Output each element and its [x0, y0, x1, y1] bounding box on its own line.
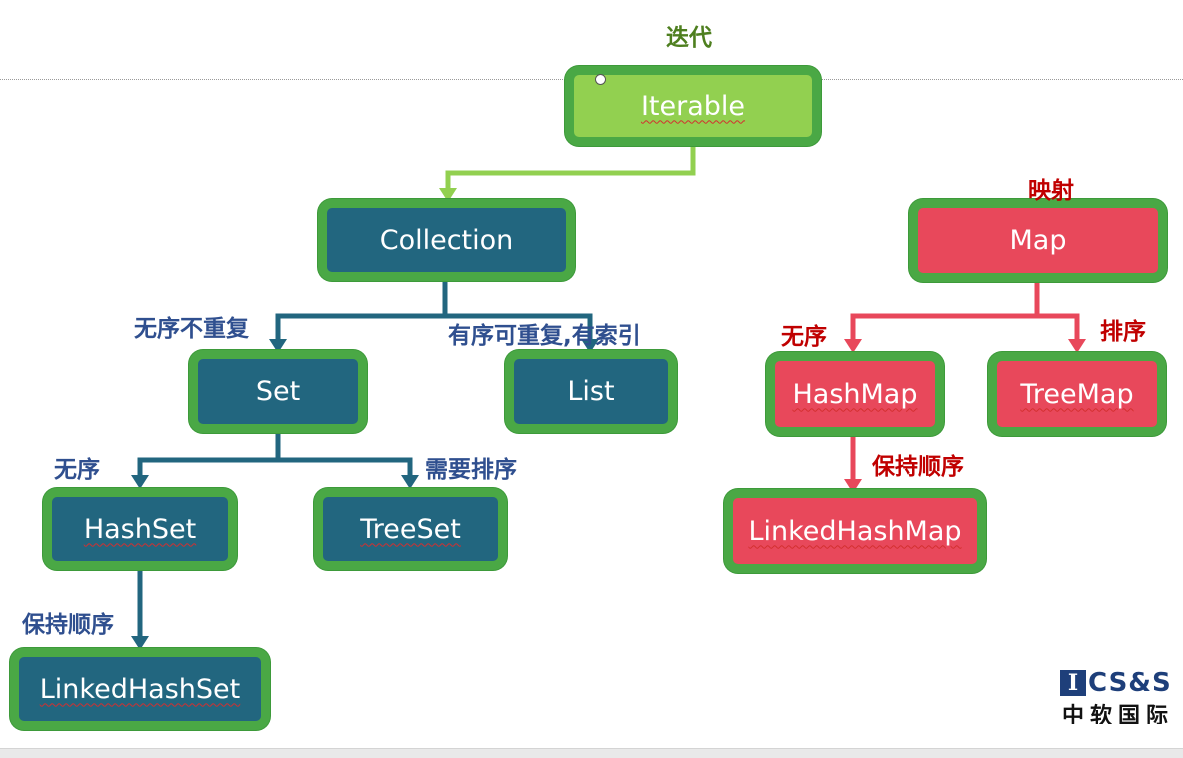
- company-logo: I CS&S 中软国际: [1060, 668, 1183, 724]
- map-node[interactable]: Map: [909, 199, 1167, 282]
- unordered-unique-caption: 无序不重复: [134, 316, 249, 342]
- collection-node[interactable]: Collection: [318, 199, 575, 281]
- set-to-hashset-line: [137, 428, 281, 480]
- set-node[interactable]: Set: [189, 350, 367, 433]
- ordered-repeatable-caption: 有序可重复,有索引: [448, 323, 641, 349]
- logo-chinese-text: 中软国际: [1062, 704, 1175, 724]
- hashset-label: HashSet: [83, 513, 197, 545]
- collection-label: Collection: [379, 224, 514, 256]
- map-to-hashmap-line: [850, 277, 1040, 345]
- arrowhead-list: [581, 339, 599, 353]
- arrowhead-treemap: [1068, 339, 1086, 353]
- arrowhead-set: [269, 339, 287, 353]
- iterate-caption: 迭代: [666, 25, 712, 51]
- arrowhead-collection: [439, 188, 457, 202]
- mapping-caption: 映射: [1028, 178, 1074, 204]
- logo-text: CS&S: [1088, 668, 1172, 698]
- map-to-treemap-line: [1037, 313, 1080, 345]
- keep-order-map-caption: 保持顺序: [872, 454, 964, 480]
- bottom-status-bar: [0, 748, 1183, 758]
- collection-to-set-line: [275, 275, 448, 345]
- linkedhashset-label: LinkedHashSet: [39, 673, 241, 705]
- treeset-node[interactable]: TreeSet: [314, 488, 507, 570]
- hashmap-label: HashMap: [792, 378, 918, 410]
- linkedhashset-node[interactable]: LinkedHashSet: [10, 648, 270, 730]
- set-unordered-caption: 无序: [54, 457, 100, 483]
- treemap-label: TreeMap: [1020, 378, 1134, 410]
- iterable-to-collection-line: [445, 144, 696, 192]
- arrowhead-linkedhashset: [131, 636, 149, 650]
- list-label: List: [567, 376, 615, 407]
- logo-mark: I: [1060, 670, 1086, 696]
- collection-to-list-line: [445, 313, 593, 345]
- map-label: Map: [1009, 225, 1067, 256]
- map-unordered-caption: 无序: [781, 324, 827, 350]
- arrowhead-hashmap: [844, 339, 862, 353]
- arrowhead-hashset: [131, 475, 149, 489]
- map-sorted-caption: 排序: [1100, 319, 1146, 345]
- linkedhashmap-node[interactable]: LinkedHashMap: [724, 489, 986, 573]
- hashmap-node[interactable]: HashMap: [766, 352, 944, 436]
- treemap-node[interactable]: TreeMap: [988, 352, 1166, 436]
- keep-order-set-caption: 保持顺序: [22, 612, 114, 638]
- treeset-label: TreeSet: [360, 513, 461, 545]
- list-node[interactable]: List: [505, 350, 677, 433]
- selection-handle[interactable]: [595, 74, 606, 85]
- hashset-node[interactable]: HashSet: [43, 488, 237, 570]
- set-label: Set: [255, 376, 301, 407]
- arrowhead-linkedhashmap: [844, 479, 862, 493]
- iterable-node[interactable]: Iterable: [565, 66, 821, 146]
- linkedhashmap-label: LinkedHashMap: [748, 515, 962, 547]
- iterable-label: Iterable: [640, 90, 746, 122]
- set-to-treeset-line: [278, 457, 413, 480]
- needs-sorting-caption: 需要排序: [425, 457, 517, 483]
- arrowhead-treeset: [401, 475, 419, 489]
